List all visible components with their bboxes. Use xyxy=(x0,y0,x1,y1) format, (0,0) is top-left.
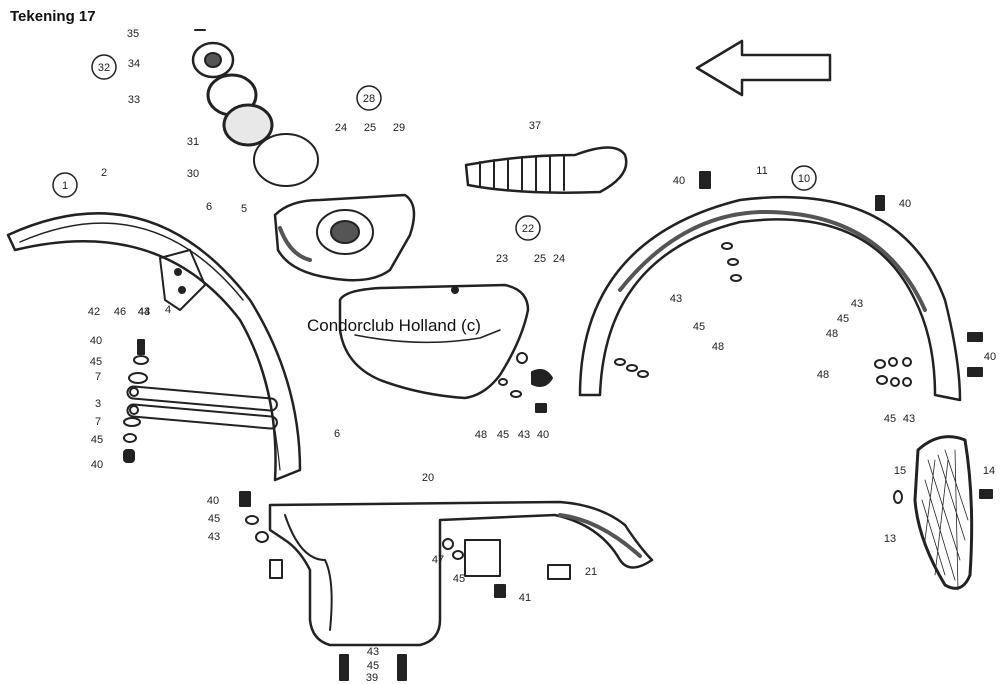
part-number-label: 30 xyxy=(187,168,199,180)
part-number-label: 43 xyxy=(208,531,220,543)
part-number-label: 2 xyxy=(101,167,107,179)
chain-guard-fasteners xyxy=(239,491,506,681)
part-number-label: 29 xyxy=(393,122,405,134)
part-number-label: 45 xyxy=(693,321,705,333)
drawing-title: Tekening 17 xyxy=(10,8,96,25)
part-number-label: 48 xyxy=(712,341,724,353)
washer-stack-left xyxy=(123,339,149,463)
part-number-label: 42 xyxy=(88,306,100,318)
part-number-label: 25 xyxy=(534,253,546,265)
part-number-label: 40 xyxy=(537,429,549,441)
part-number-label: 48 xyxy=(817,369,829,381)
mudguard-bracket xyxy=(159,249,206,311)
part-number-label: 7 xyxy=(95,371,101,383)
mudguard-stays xyxy=(126,385,278,430)
rubber-gaiter xyxy=(464,146,628,194)
part-number-label: 46 xyxy=(114,306,126,318)
part-number-label: 3 xyxy=(95,398,101,410)
side-cover xyxy=(338,283,530,400)
arrow-left-icon xyxy=(695,39,832,97)
part-number-label: 40 xyxy=(90,335,102,347)
part-number-label: 43 xyxy=(518,429,530,441)
part-number-label: 45 xyxy=(884,413,896,425)
toolbox-body xyxy=(273,193,416,282)
part-number-label: 14 xyxy=(983,465,995,477)
part-ring xyxy=(91,54,117,80)
part-number-label: 40 xyxy=(899,198,911,210)
part-ring xyxy=(52,172,78,198)
part-number-label: 10 xyxy=(798,173,810,185)
part-number-label: 6 xyxy=(334,428,340,440)
part-number-label: 39 xyxy=(366,672,378,684)
part-number-label: 32 xyxy=(98,62,110,74)
part-number-label: 48 xyxy=(475,429,487,441)
part-number-label: 44 xyxy=(138,306,150,318)
part-number-label: 4 xyxy=(165,304,171,316)
part-number-label: 33 xyxy=(128,94,140,106)
part-number-label: 45 xyxy=(91,434,103,446)
rear-washers xyxy=(614,171,983,387)
front-mudguard xyxy=(6,212,302,482)
reflector-grill xyxy=(893,435,993,591)
part-number-label: 45 xyxy=(90,356,102,368)
part-number-label: 43 xyxy=(670,293,682,305)
part-number-label: 47 xyxy=(432,554,444,566)
part-number-label: 45 xyxy=(497,429,509,441)
part-number-label: 20 xyxy=(422,472,434,484)
part-number-label: 11 xyxy=(756,165,767,177)
part-number-label: 31 xyxy=(187,136,199,148)
part-number-label: 35 xyxy=(127,28,139,40)
part-number-label: 34 xyxy=(128,58,140,70)
part-number-label: 24 xyxy=(553,253,565,265)
part-number-label: 5 xyxy=(241,203,247,215)
rear-mudguard xyxy=(578,195,962,402)
part-number-label: 13 xyxy=(884,533,896,545)
part-number-label: 15 xyxy=(894,465,906,477)
part-number-label: 45 xyxy=(837,313,849,325)
part-number-label: 25 xyxy=(364,122,376,134)
part-number-label: 48 xyxy=(826,328,838,340)
part-number-label: 21 xyxy=(585,566,597,578)
part-number-label: 23 xyxy=(496,253,508,265)
part-ring xyxy=(791,165,817,191)
part-number-label: 40 xyxy=(673,175,685,187)
chain-guard xyxy=(268,500,654,647)
part-number-label: 43 xyxy=(903,413,915,425)
part-number-label: 28 xyxy=(363,93,375,105)
part-number-label: 45 xyxy=(367,660,379,672)
part-number-label: 40 xyxy=(91,459,103,471)
part-number-label: 22 xyxy=(522,223,534,235)
part-number-label: 43 xyxy=(138,306,150,318)
part-number-label: 45 xyxy=(453,573,465,585)
part-number-label: 24 xyxy=(335,122,347,134)
part-number-label: 1 xyxy=(62,180,68,192)
part-number-label: 40 xyxy=(984,351,996,363)
part-ring xyxy=(515,215,541,241)
part-number-label: 6 xyxy=(206,201,212,213)
part-ring xyxy=(356,85,382,111)
part-number-label: 43 xyxy=(851,298,863,310)
part-number-label: 45 xyxy=(208,513,220,525)
horn-assembly xyxy=(191,29,319,187)
watermark: Condorclub Holland (c) xyxy=(307,316,481,335)
part-number-label: 41 xyxy=(519,592,531,604)
knob xyxy=(531,369,553,387)
part-number-label: 43 xyxy=(367,646,379,658)
part-number-label: 40 xyxy=(207,495,219,507)
part-number-label: 37 xyxy=(529,120,541,132)
part-number-label: 7 xyxy=(95,416,101,428)
